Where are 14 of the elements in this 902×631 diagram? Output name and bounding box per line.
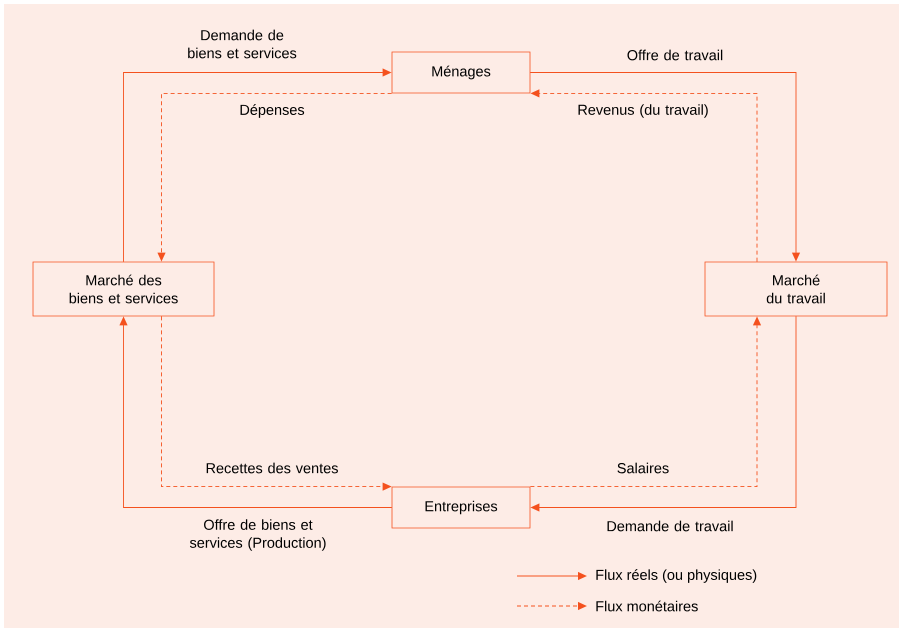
edge-label: Demande de biens et services (188, 30, 296, 58)
edge-label: Recettes des ventes (206, 462, 338, 474)
legend-label: Flux monétaires (596, 600, 698, 612)
edge-label: Dépenses (240, 104, 304, 118)
flow-box: Ménages (392, 52, 530, 94)
flow-box: Entreprises (392, 486, 530, 528)
edge-label: Revenus (du travail) (578, 104, 708, 118)
edge-label: Offre de biens et services (Production) (190, 519, 326, 551)
flow-box: Marché du travail (704, 262, 888, 316)
edge-label: Demande de travail (608, 520, 733, 532)
flow-box: Marché des biens et services (32, 262, 214, 316)
edge-label: Salaires (617, 462, 669, 474)
edge-label: Offre de travail (627, 50, 722, 60)
legend-label: Flux réels (ou physiques) (596, 569, 756, 583)
